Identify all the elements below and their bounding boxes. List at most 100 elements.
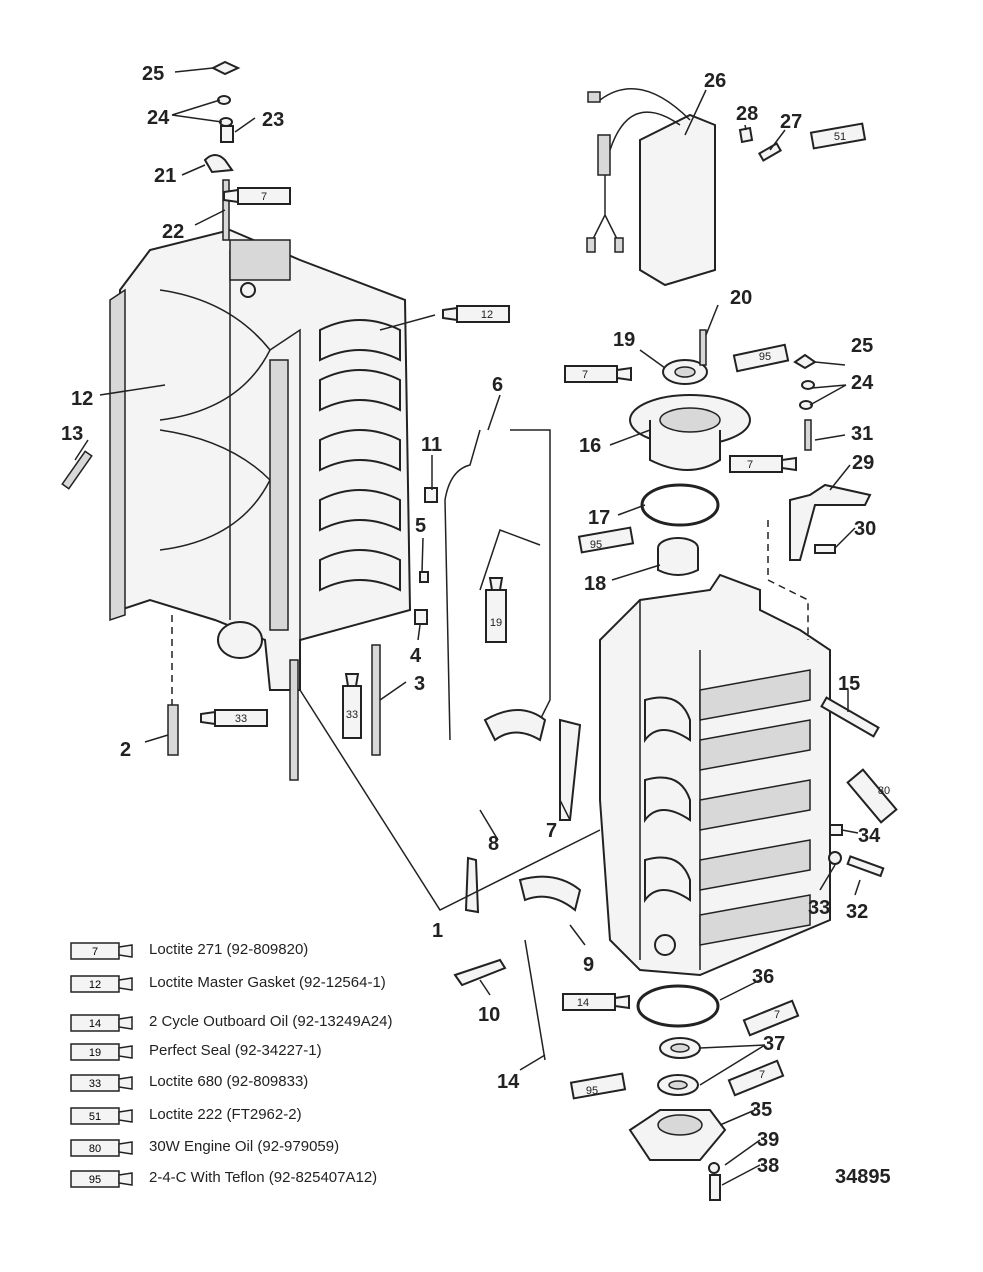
- tube-icon: 14: [70, 1014, 133, 1032]
- callout-29: 29: [852, 452, 874, 474]
- roller-bearing-18: [657, 537, 699, 576]
- oil-seal-19: [662, 359, 708, 385]
- callout-22: 22: [162, 221, 184, 243]
- tube-label: 12: [481, 309, 493, 321]
- tube-33b: 33: [342, 673, 362, 739]
- legend-code: 7: [92, 946, 98, 958]
- figure-number: 34895: [835, 1166, 891, 1188]
- legend-code: 33: [89, 1078, 101, 1090]
- legend-code: 12: [89, 979, 101, 991]
- callout-27: 27: [780, 111, 802, 133]
- tube-95a: 95: [732, 343, 790, 373]
- callout-34: 34: [858, 825, 881, 847]
- callout-33: 33: [808, 897, 830, 919]
- legend-item: 19 Perfect Seal (92-34227-1): [70, 1039, 490, 1065]
- callout-2: 2: [120, 739, 131, 761]
- legend-code: 14: [89, 1018, 101, 1030]
- tube-icon: 80: [70, 1139, 133, 1157]
- tube-icon: 51: [70, 1107, 133, 1125]
- oil-seals-37: [657, 1037, 701, 1096]
- tube-95c: 95: [569, 1072, 627, 1100]
- leader-lines: [74, 67, 861, 1186]
- callout-7: 7: [546, 820, 557, 842]
- callout-13: 13: [61, 423, 83, 445]
- tube-7d: 7: [742, 999, 800, 1037]
- tube-7c: 7: [729, 455, 797, 473]
- callout-19: 19: [613, 329, 635, 351]
- tube-label: 7: [582, 369, 588, 381]
- o-ring-17: [640, 483, 720, 527]
- upper-end-cap: [629, 394, 751, 471]
- callout-24a: 24: [147, 107, 170, 129]
- legend-item: 95 2-4-C With Teflon (92-825407A12): [70, 1166, 490, 1192]
- callout-9: 9: [583, 954, 594, 976]
- callout-23: 23: [262, 109, 284, 131]
- tube-label: 7: [261, 191, 267, 203]
- tube-icon: 33: [70, 1074, 133, 1092]
- callout-8: 8: [488, 833, 499, 855]
- tube-label: 19: [490, 617, 502, 629]
- crankcase-right: [599, 573, 831, 977]
- lower-end-cap: [628, 1109, 727, 1161]
- callout-12: 12: [71, 388, 93, 410]
- legend-item: 51 Loctite 222 (FT2962-2): [70, 1103, 490, 1129]
- legend-text: Loctite Master Gasket (92-12564-1): [149, 974, 386, 991]
- callout-18: 18: [584, 573, 606, 595]
- callout-17: 17: [588, 507, 610, 529]
- legend-text: Loctite 680 (92-809833): [149, 1073, 309, 1090]
- legend-code: 51: [89, 1111, 101, 1123]
- tube-label: 80: [878, 785, 890, 797]
- callout-26: 26: [704, 70, 726, 92]
- callout-21: 21: [154, 165, 176, 187]
- callout-5: 5: [415, 515, 426, 537]
- tube-7b: 7: [564, 365, 632, 383]
- tube-80: 80: [846, 768, 898, 824]
- tube-7e: 7: [727, 1059, 785, 1097]
- legend-item: 7 Loctite 271 (92-809820): [70, 938, 490, 964]
- tube-14: 14: [562, 993, 630, 1011]
- legend-code: 19: [89, 1047, 101, 1059]
- callout-38: 38: [757, 1155, 779, 1177]
- tube-label: 7: [747, 459, 753, 471]
- tube-label: 7: [759, 1069, 765, 1081]
- callout-1: 1: [432, 920, 443, 942]
- callout-24b: 24: [851, 372, 874, 394]
- callout-37: 37: [763, 1033, 785, 1055]
- legend-text: 30W Engine Oil (92-979059): [149, 1138, 340, 1155]
- tube-12: 12: [442, 305, 510, 323]
- callouts: 1 2 3 4 5 6 7 8 9 10 11 12 13 14 15 16 1…: [61, 63, 881, 1177]
- tube-19: 19: [485, 577, 507, 643]
- legend-text: 2-4-C With Teflon (92-825407A12): [149, 1169, 378, 1186]
- callout-11: 11: [421, 434, 442, 456]
- callout-25b: 25: [851, 335, 873, 357]
- callout-4: 4: [410, 645, 422, 667]
- legend-text: Loctite 271 (92-809820): [149, 941, 309, 958]
- tube-95b: 95: [577, 526, 635, 554]
- callout-30: 30: [854, 518, 876, 540]
- tube-label: 33: [346, 709, 358, 721]
- callout-36: 36: [752, 966, 774, 988]
- callout-28: 28: [736, 103, 758, 125]
- legend-item: 33 Loctite 680 (92-809833): [70, 1070, 490, 1096]
- callout-14: 14: [497, 1071, 520, 1093]
- tube-label: 95: [590, 539, 602, 551]
- callout-15: 15: [838, 673, 860, 695]
- callout-6: 6: [492, 374, 503, 396]
- switch-box: [586, 88, 716, 287]
- callout-16: 16: [579, 435, 601, 457]
- tube-icon: 7: [70, 942, 133, 960]
- callout-3: 3: [414, 673, 425, 695]
- legend-text: Perfect Seal (92-34227-1): [149, 1042, 322, 1059]
- legend-code: 95: [89, 1174, 101, 1186]
- tube-33a: 33: [200, 709, 268, 727]
- legend-item: 12 Loctite Master Gasket (92-12564-1): [70, 971, 490, 997]
- callout-31: 31: [851, 423, 873, 445]
- callout-32: 32: [846, 901, 868, 923]
- legend-item: 14 2 Cycle Outboard Oil (92-13249A24): [70, 1010, 490, 1036]
- tube-label: 14: [577, 997, 589, 1009]
- tube-51: 51: [809, 122, 867, 150]
- legend-item: 80 30W Engine Oil (92-979059): [70, 1135, 490, 1161]
- o-ring-36: [636, 984, 720, 1028]
- tube-label: 95: [759, 351, 771, 363]
